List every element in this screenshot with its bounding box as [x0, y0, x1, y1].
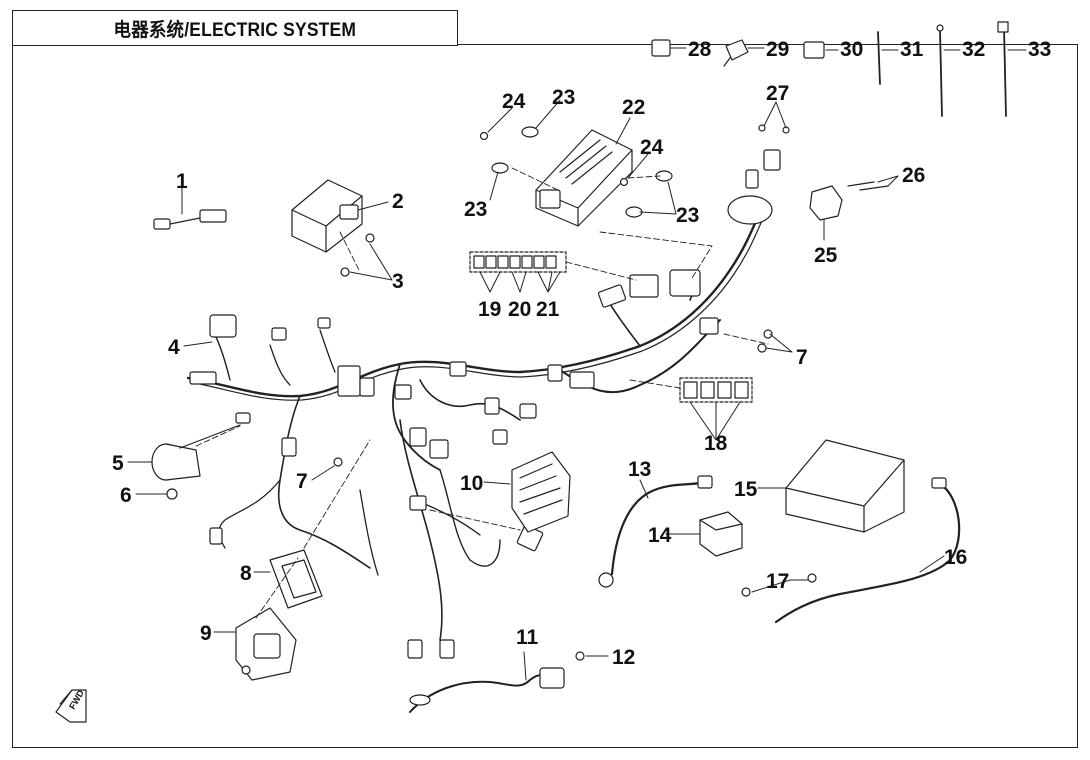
callout-9: 9 — [200, 622, 212, 645]
part-3-screws — [340, 233, 375, 277]
part-14-relay — [699, 511, 743, 557]
callout-29: 29 — [766, 38, 789, 61]
callout-11: 11 — [516, 626, 539, 649]
part-1-lead — [153, 209, 227, 230]
part-2-module — [291, 179, 363, 253]
part-33-tie — [997, 21, 1009, 117]
callout-14: 14 — [648, 524, 672, 547]
part-32-tie — [936, 24, 944, 117]
part-12-washer — [575, 651, 585, 661]
part-17-bolts — [741, 573, 817, 597]
part-25-sensor — [809, 185, 843, 221]
title-box: 电器系统/ELECTRIC SYSTEM — [12, 10, 458, 46]
callout-6: 6 — [120, 484, 132, 507]
callout-22: 22 — [622, 96, 645, 119]
part-22-ecu — [535, 129, 633, 227]
part-9-housing — [235, 607, 297, 681]
harness-capacitor — [727, 195, 773, 225]
callout-26: 26 — [902, 164, 925, 187]
part-28-clip — [651, 39, 671, 57]
part-30-block — [803, 41, 825, 59]
callout-20: 20 — [508, 298, 531, 321]
callout-23b: 23 — [464, 198, 487, 221]
callout-7b: 7 — [796, 346, 808, 369]
part-16-cable — [774, 477, 961, 624]
callout-13: 13 — [628, 458, 651, 481]
part-8-plate — [269, 549, 323, 609]
part-19-21-fuses — [469, 251, 567, 273]
callout-19: 19 — [478, 298, 501, 321]
callout-18: 18 — [704, 432, 728, 455]
harness-connectors — [189, 269, 719, 659]
callout-24a: 24 — [502, 90, 526, 113]
leader-lines — [127, 47, 1027, 681]
callout-23c: 23 — [676, 204, 699, 227]
callout-24b: 24 — [640, 136, 664, 159]
callout-5: 5 — [112, 452, 124, 475]
callout-27: 27 — [766, 82, 789, 105]
callout-21: 21 — [536, 298, 560, 321]
part-10-regulator — [511, 451, 571, 533]
part-13-cable — [598, 475, 713, 588]
part-18-relays — [679, 377, 753, 403]
callout-31: 31 — [900, 38, 924, 61]
part-11-cable — [409, 667, 565, 713]
part-27-bolts-and-plug — [745, 124, 790, 189]
callout-4: 4 — [168, 336, 180, 359]
callout-3: 3 — [392, 270, 404, 293]
callout-15: 15 — [734, 478, 758, 501]
callout-33: 33 — [1028, 38, 1051, 61]
wiring-harness — [186, 210, 765, 641]
fwd-arrow-icon — [55, 689, 87, 723]
diagram-title: 电器系统/ELECTRIC SYSTEM — [113, 19, 357, 41]
callout-1: 1 — [176, 170, 188, 193]
callout-numbers: 1 2 3 4 5 6 7 7 8 9 10 11 12 13 14 15 16… — [112, 38, 1051, 669]
part-31-rod — [877, 31, 881, 85]
callout-25: 25 — [814, 244, 838, 267]
callout-16: 16 — [944, 546, 967, 569]
callout-10: 10 — [460, 472, 483, 495]
callout-8: 8 — [240, 562, 252, 585]
callout-28: 28 — [688, 38, 712, 61]
part-5-horn — [151, 424, 241, 481]
callout-2: 2 — [392, 190, 404, 213]
callout-23a: 23 — [552, 86, 575, 109]
callout-7a: 7 — [296, 470, 308, 493]
part-29-clip — [723, 39, 749, 67]
part-7-nuts — [333, 329, 773, 467]
callout-32: 32 — [962, 38, 985, 61]
callout-12: 12 — [612, 646, 635, 669]
part-26-bolts — [847, 181, 889, 191]
diagram-frame — [12, 44, 1078, 748]
callout-17: 17 — [766, 570, 789, 593]
part-6-bolt — [166, 488, 178, 500]
part-24-screws — [479, 131, 629, 187]
dashed-reference-lines — [195, 167, 769, 619]
part-15-battery — [785, 439, 905, 533]
callout-30: 30 — [840, 38, 863, 61]
